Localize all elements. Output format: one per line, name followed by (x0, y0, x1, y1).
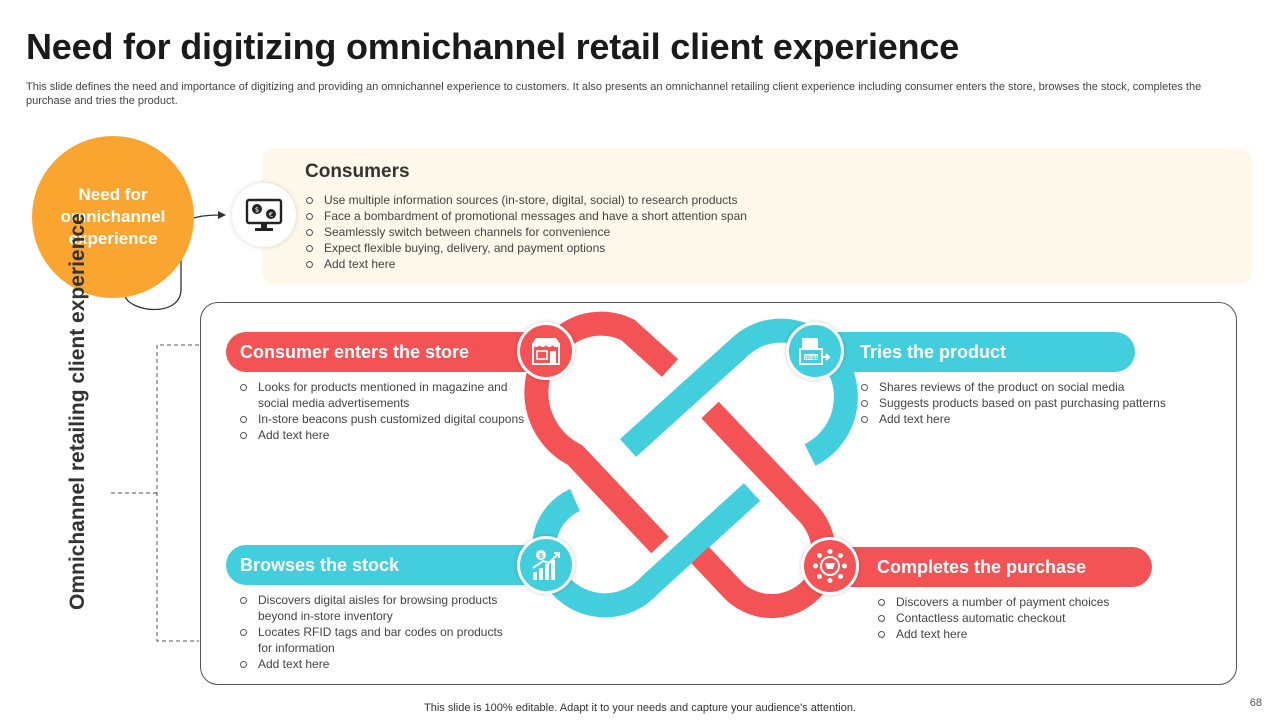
trial-box-icon: TRIAL (786, 322, 844, 380)
slide-subtitle: This slide defines the need and importan… (26, 81, 1202, 107)
list-item: Suggests products based on past purchasi… (860, 395, 1220, 411)
completes-list: Discovers a number of payment choices Co… (877, 594, 1197, 642)
list-item: Add text here (877, 626, 1197, 642)
need-label: Need for omnichannel experience (60, 185, 166, 248)
consumers-list: Use multiple information sources (in-sto… (305, 192, 747, 272)
list-item: Use multiple information sources (in-sto… (305, 192, 747, 208)
list-item: Face a bombardment of promotional messag… (305, 208, 747, 224)
svg-text:$: $ (255, 206, 259, 214)
experience-label: Omnichannel retailing client experience (66, 213, 89, 610)
pill-label: Consumer enters the store (240, 341, 470, 362)
browses-list: Discovers digital aisles for browsing pr… (239, 592, 519, 672)
list-item: Contactless automatic checkout (877, 610, 1197, 626)
experience-vertical-label: Omnichannel retailing client experience (48, 213, 108, 610)
list-item: Looks for products mentioned in magazine… (239, 379, 529, 411)
pill-label: Browses the stock (240, 554, 400, 575)
shopping-network-icon (801, 537, 859, 595)
arrow-head (218, 211, 226, 219)
list-item: Discovers a number of payment choices (877, 594, 1197, 610)
list-item: Add text here (239, 656, 519, 672)
monitor-money-icon: $ € (232, 183, 296, 247)
list-item: Discovers digital aisles for browsing pr… (239, 592, 519, 624)
svg-text:$: $ (539, 552, 544, 560)
trial-tag-text: TRIAL (804, 355, 819, 361)
bracket-dashed (156, 344, 199, 642)
store-icon (517, 322, 575, 380)
pill-label: Completes the purchase (877, 556, 1087, 577)
page-number: 68 (1249, 697, 1262, 709)
experience-panel (200, 302, 1237, 685)
list-item: Add text here (239, 427, 529, 443)
consumers-title: Consumers (305, 161, 410, 182)
pill-label: Tries the product (860, 341, 1007, 362)
list-item: Add text here (305, 256, 747, 272)
list-item: Add text here (860, 411, 1220, 427)
list-item: Seamlessly switch between channels for c… (305, 224, 747, 240)
slide-title: Need for digitizing omnichannel retail c… (26, 26, 960, 67)
pill-tries-product: Tries the product (800, 332, 1135, 372)
list-item: Locates RFID tags and bar codes on produ… (239, 624, 519, 656)
pill-browses-stock: Browses the stock (226, 545, 556, 585)
list-item: Expect flexible buying, delivery, and pa… (305, 240, 747, 256)
growth-chart-icon: $ (517, 536, 575, 594)
tries-list: Shares reviews of the product on social … (860, 379, 1220, 427)
need-circle: Need for omnichannel experience (32, 136, 194, 298)
enters-list: Looks for products mentioned in magazine… (239, 379, 529, 443)
consumers-panel (262, 148, 1252, 285)
list-item: Shares reviews of the product on social … (860, 379, 1220, 395)
pill-completes-purchase: Completes the purchase (820, 547, 1152, 587)
footer-note: This slide is 100% editable. Adapt it to… (424, 702, 856, 714)
pill-consumer-enters-store: Consumer enters the store (226, 332, 556, 372)
list-item: In-store beacons push customized digital… (239, 411, 529, 427)
svg-text:€: € (269, 211, 273, 219)
